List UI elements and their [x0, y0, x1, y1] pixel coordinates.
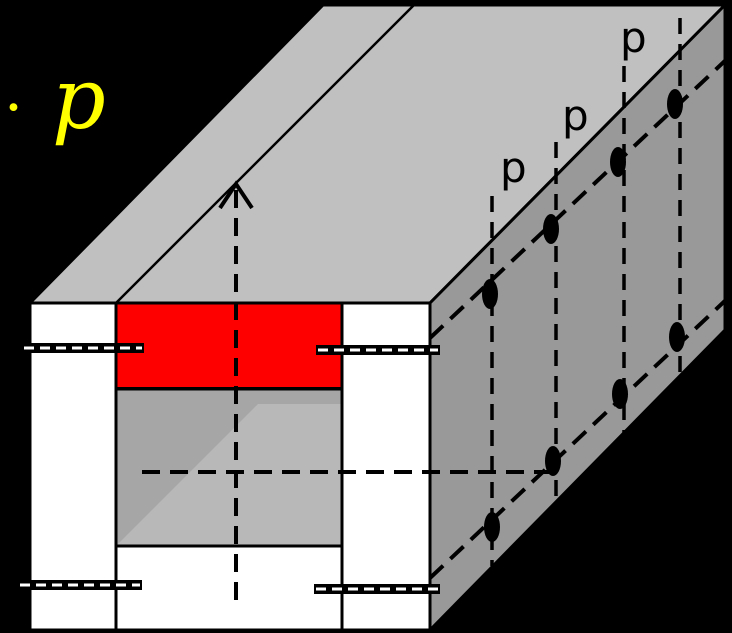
- lattice-point: [484, 512, 500, 542]
- bottom-white-panel: [114, 544, 344, 632]
- lattice-point: [543, 214, 559, 244]
- left-white-panel: [28, 301, 118, 632]
- cell-dot: ·: [4, 73, 23, 143]
- inner-cavity-border: [115, 387, 343, 547]
- top-face-ridge: [115, 4, 415, 304]
- vertical-arrow-head: [218, 180, 254, 210]
- lattice-point: [667, 89, 683, 119]
- lattice-label-1: p: [500, 143, 527, 192]
- lattice-point: [612, 379, 628, 409]
- lattice-point: [669, 322, 685, 352]
- lattice-point: [545, 446, 561, 476]
- lattice-point: [482, 279, 498, 309]
- cell-symbol: p: [52, 50, 106, 148]
- lattice-label-2: p: [562, 91, 589, 140]
- inner-light-floor: [116, 404, 342, 546]
- lattice-point: [610, 147, 626, 177]
- red-block: [114, 301, 344, 391]
- lattice-label-3: p: [620, 13, 647, 62]
